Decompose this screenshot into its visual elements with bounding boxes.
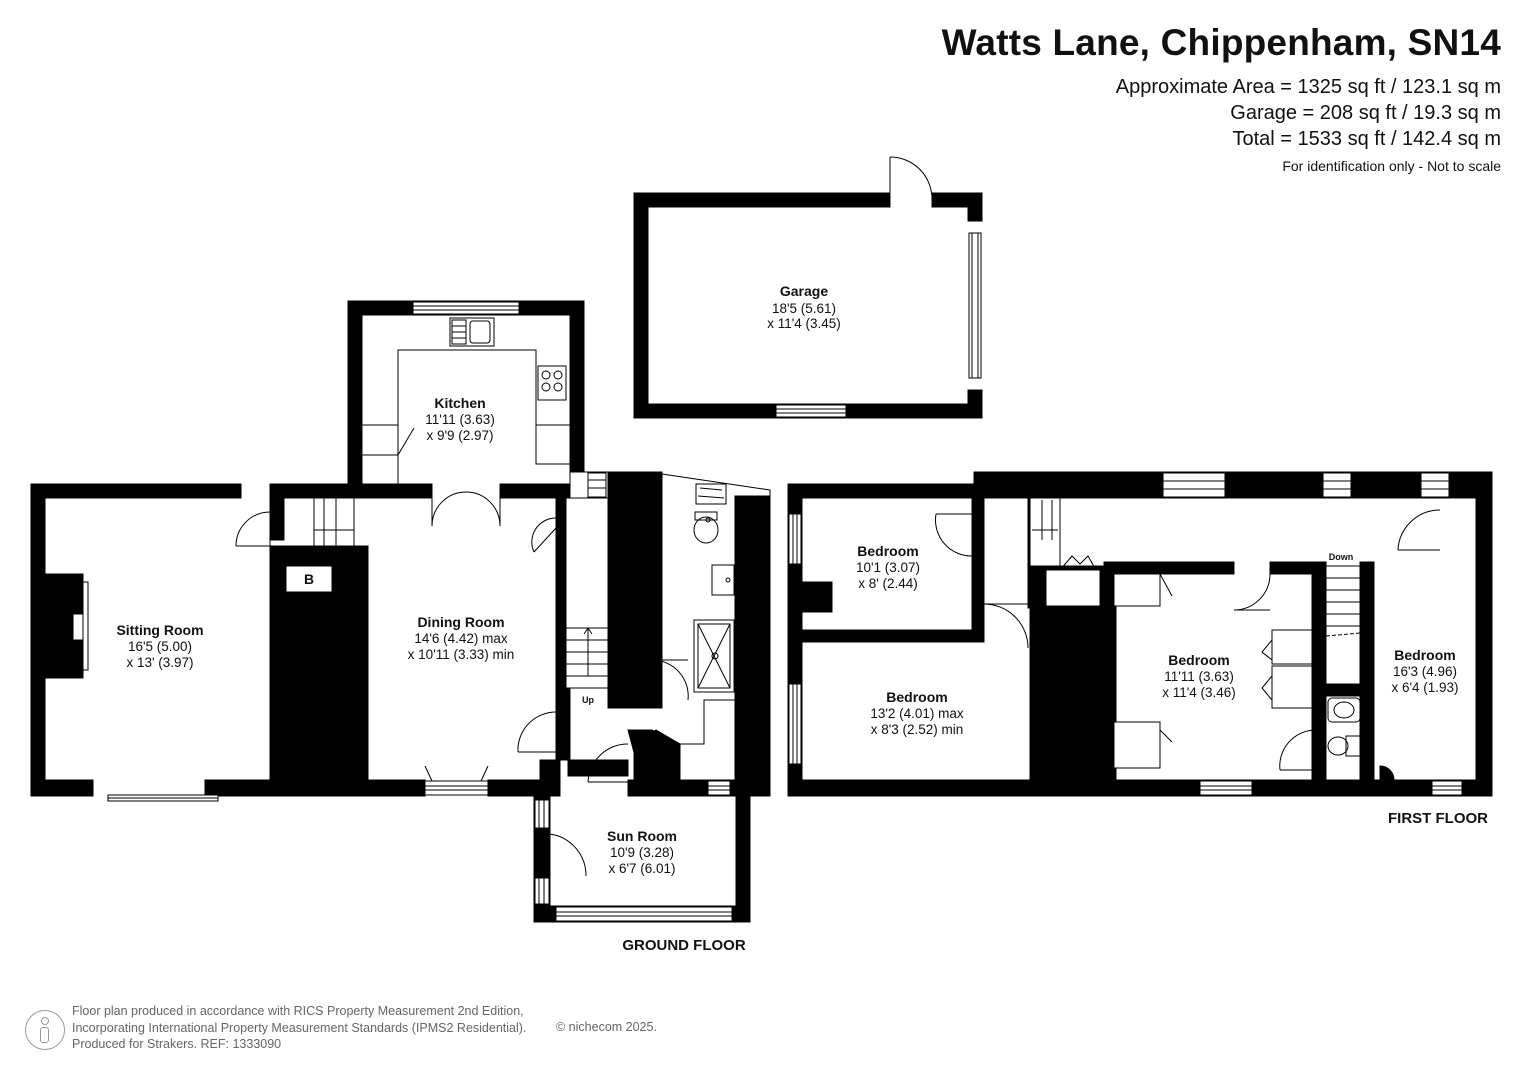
bedroom-3-name: Bedroom <box>1168 652 1229 668</box>
plan-footer: Floor plan produced in accordance with R… <box>72 1003 657 1053</box>
dining-room-dim-2: x 10'11 (3.33) min <box>408 647 515 662</box>
kitchen-dim-1: 11'11 (3.63) <box>425 412 495 427</box>
bedroom-2-name: Bedroom <box>886 689 947 705</box>
sitting-room-name: Sitting Room <box>116 622 203 638</box>
bedroom-3-label: Bedroom 11'11 (3.63) x 11'4 (3.46) <box>1162 652 1236 700</box>
bedroom-4-name: Bedroom <box>1394 647 1455 663</box>
sitting-room-dim-2: x 13' (3.97) <box>126 655 193 670</box>
kitchen-label: Kitchen 11'11 (3.63) x 9'9 (2.97) <box>425 395 495 443</box>
first-floor-walls <box>787 471 1493 797</box>
person-icon <box>25 1010 65 1050</box>
bedroom-1-dim-1: 10'1 (3.07) <box>856 560 920 575</box>
garage-walls <box>633 156 983 419</box>
approximate-area: Approximate Area = 1325 sq ft / 123.1 sq… <box>1115 76 1501 98</box>
footer-line-3: Produced for Strakers. REF: 1333090 <box>72 1037 282 1051</box>
bedroom-2-label: Bedroom 13'2 (4.01) max x 8'3 (2.52) min <box>870 689 964 737</box>
bedroom-4-dim-2: x 6'4 (1.93) <box>1391 680 1458 695</box>
footer-line-2: Incorporating International Property Mea… <box>72 1020 527 1035</box>
bedroom-1-name: Bedroom <box>857 543 918 559</box>
kitchen-walls <box>347 300 585 497</box>
bedroom-1-dim-2: x 8' (2.44) <box>858 576 918 591</box>
property-title: Watts Lane, Chippenham, SN14 <box>941 22 1501 63</box>
footer-line-1: Floor plan produced in accordance with R… <box>72 1004 524 1018</box>
sun-room-dim-1: 10'9 (3.28) <box>610 845 674 860</box>
ground-floor-walls <box>30 471 771 802</box>
boiler-label: B <box>304 571 314 587</box>
kitchen-name: Kitchen <box>434 395 485 411</box>
ground-floor-label: GROUND FLOOR <box>622 937 745 954</box>
bedroom-2-dim-1: 13'2 (4.01) max <box>870 706 964 721</box>
first-floor-label: FIRST FLOOR <box>1388 810 1488 827</box>
stairs-down-label: Down <box>1329 552 1354 562</box>
sun-room-dim-2: x 6'7 (6.01) <box>608 861 675 876</box>
identification-note: For identification only - Not to scale <box>1282 158 1501 174</box>
sun-room-label: Sun Room 10'9 (3.28) x 6'7 (6.01) <box>607 828 677 876</box>
dining-room-name: Dining Room <box>417 614 504 630</box>
kitchen-dim-2: x 9'9 (2.97) <box>426 428 493 443</box>
garage-label: Garage 18'5 (5.61) x 11'4 (3.45) <box>767 283 841 331</box>
garage-name: Garage <box>780 283 828 299</box>
sun-room-walls <box>533 795 751 923</box>
bedroom-3-dim-2: x 11'4 (3.46) <box>1162 685 1236 700</box>
sun-room-name: Sun Room <box>607 828 677 844</box>
garage-dim-2: x 11'4 (3.45) <box>767 316 841 331</box>
bedroom-4-dim-1: 16'3 (4.96) <box>1393 664 1457 679</box>
garage-area: Garage = 208 sq ft / 19.3 sq m <box>1230 102 1501 124</box>
plan-header: Watts Lane, Chippenham, SN14 Approximate… <box>942 22 1501 174</box>
bedroom-1-label: Bedroom 10'1 (3.07) x 8' (2.44) <box>856 543 920 591</box>
dining-room-dim-1: 14'6 (4.42) max <box>414 631 508 646</box>
footer-copyright: © nichecom 2025. <box>556 1020 657 1034</box>
bedroom-3-dim-1: 11'11 (3.63) <box>1164 669 1234 684</box>
bedroom-2-dim-2: x 8'3 (2.52) min <box>871 722 964 737</box>
sitting-room-label: Sitting Room 16'5 (5.00) x 13' (3.97) <box>116 622 203 670</box>
dining-room-label: Dining Room 14'6 (4.42) max x 10'11 (3.3… <box>408 614 515 662</box>
total-area: Total = 1533 sq ft / 142.4 sq m <box>1232 128 1502 150</box>
stairs-up-label: Up <box>582 695 594 705</box>
garage-dim-1: 18'5 (5.61) <box>772 301 836 316</box>
sitting-room-dim-1: 16'5 (5.00) <box>128 639 192 654</box>
bedroom-4-label: Bedroom 16'3 (4.96) x 6'4 (1.93) <box>1391 647 1458 695</box>
